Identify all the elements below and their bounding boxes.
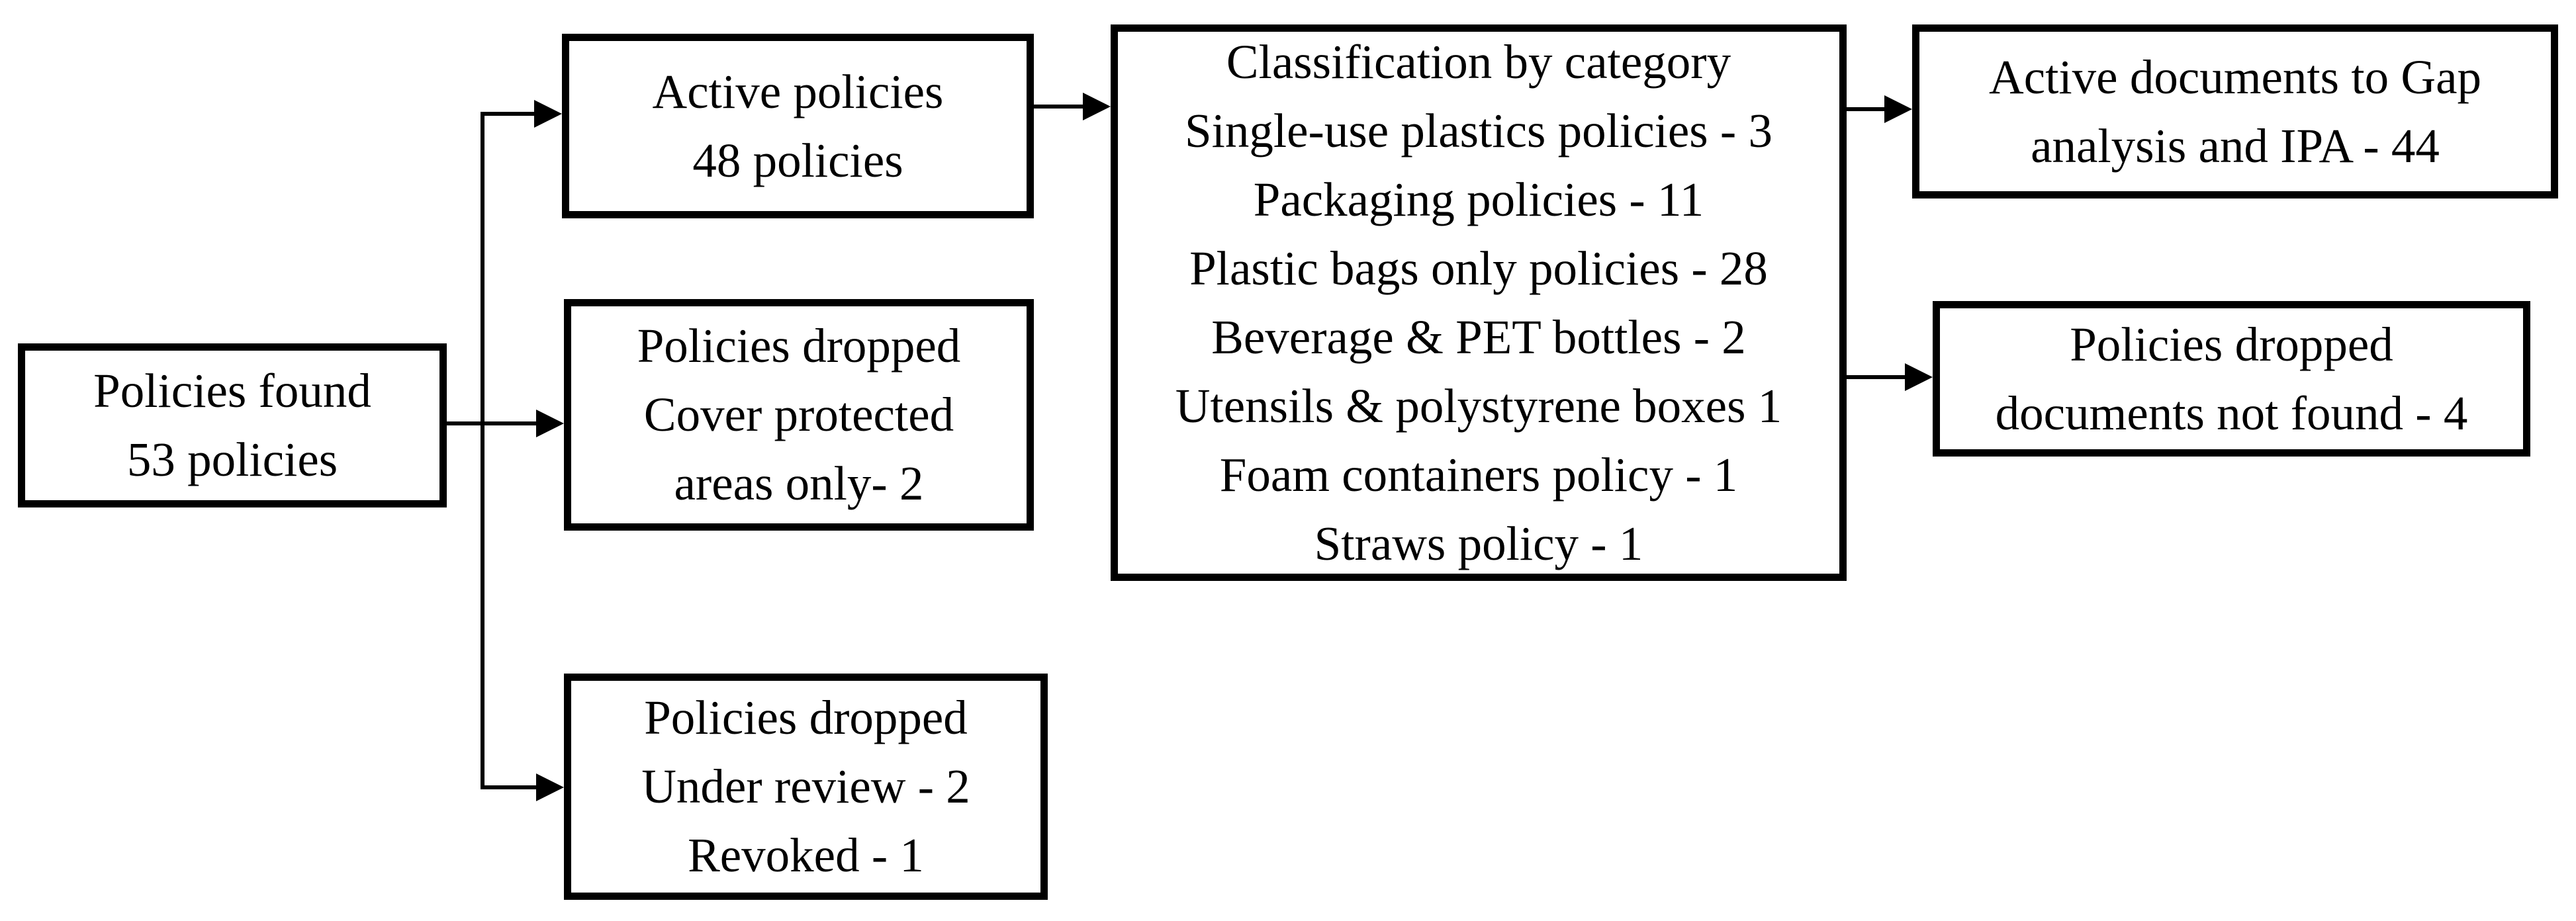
box-policies-dropped-protected: Policies dropped Cover protected areas o… (564, 299, 1034, 531)
box-line: areas only- 2 (674, 457, 924, 510)
arrowhead-into-dropped-review (536, 773, 564, 801)
box-line: 53 policies (126, 433, 338, 486)
box-line: analysis and IPA - 44 (2031, 118, 2440, 173)
arrowhead-into-active-documents (1884, 95, 1912, 123)
box-line: Policies dropped (2070, 317, 2393, 371)
box-line: Under review - 2 (641, 760, 970, 813)
box-line: Foam containers policy - 1 (1219, 447, 1738, 502)
arrowhead-into-active-policies (534, 100, 562, 128)
box-policies-dropped-notfound: Policies dropped documents not found - 4 (1933, 301, 2530, 457)
box-line: Policies dropped (637, 319, 961, 373)
arrowhead-into-classification (1083, 93, 1111, 120)
arrowhead-into-dropped-protected (536, 410, 564, 437)
box-line: Packaging policies - 11 (1253, 172, 1704, 226)
box-line: documents not found - 4 (1995, 386, 2468, 440)
box-line: Active documents to Gap (1988, 50, 2481, 104)
box-line: Policies found (93, 364, 371, 417)
box-line: Plastic bags only policies - 28 (1189, 241, 1768, 295)
box-active-documents-gap: Active documents to Gap analysis and IPA… (1912, 24, 2558, 198)
box-active-policies: Active policies 48 policies (562, 34, 1034, 218)
box-line: Single-use plastics policies - 3 (1184, 103, 1772, 157)
box-line: Revoked - 1 (688, 828, 924, 882)
box-classification-by-category: Classification by category Single-use pl… (1111, 24, 1847, 581)
box-line: Active policies (652, 64, 944, 118)
box-line: Utensils & polystyrene boxes 1 (1175, 378, 1782, 433)
box-policies-found: Policies found 53 policies (18, 343, 447, 507)
box-line: Classification by category (1226, 34, 1731, 89)
box-line: Cover protected (643, 388, 954, 441)
box-line: Beverage & PET bottles - 2 (1211, 310, 1746, 364)
box-policies-dropped-review: Policies dropped Under review - 2 Revoke… (564, 674, 1048, 900)
box-line: Straws policy - 1 (1314, 516, 1643, 570)
box-line: Policies dropped (644, 691, 968, 744)
arrowhead-into-dropped-notfound (1905, 363, 1933, 391)
box-line: 48 policies (692, 133, 903, 187)
